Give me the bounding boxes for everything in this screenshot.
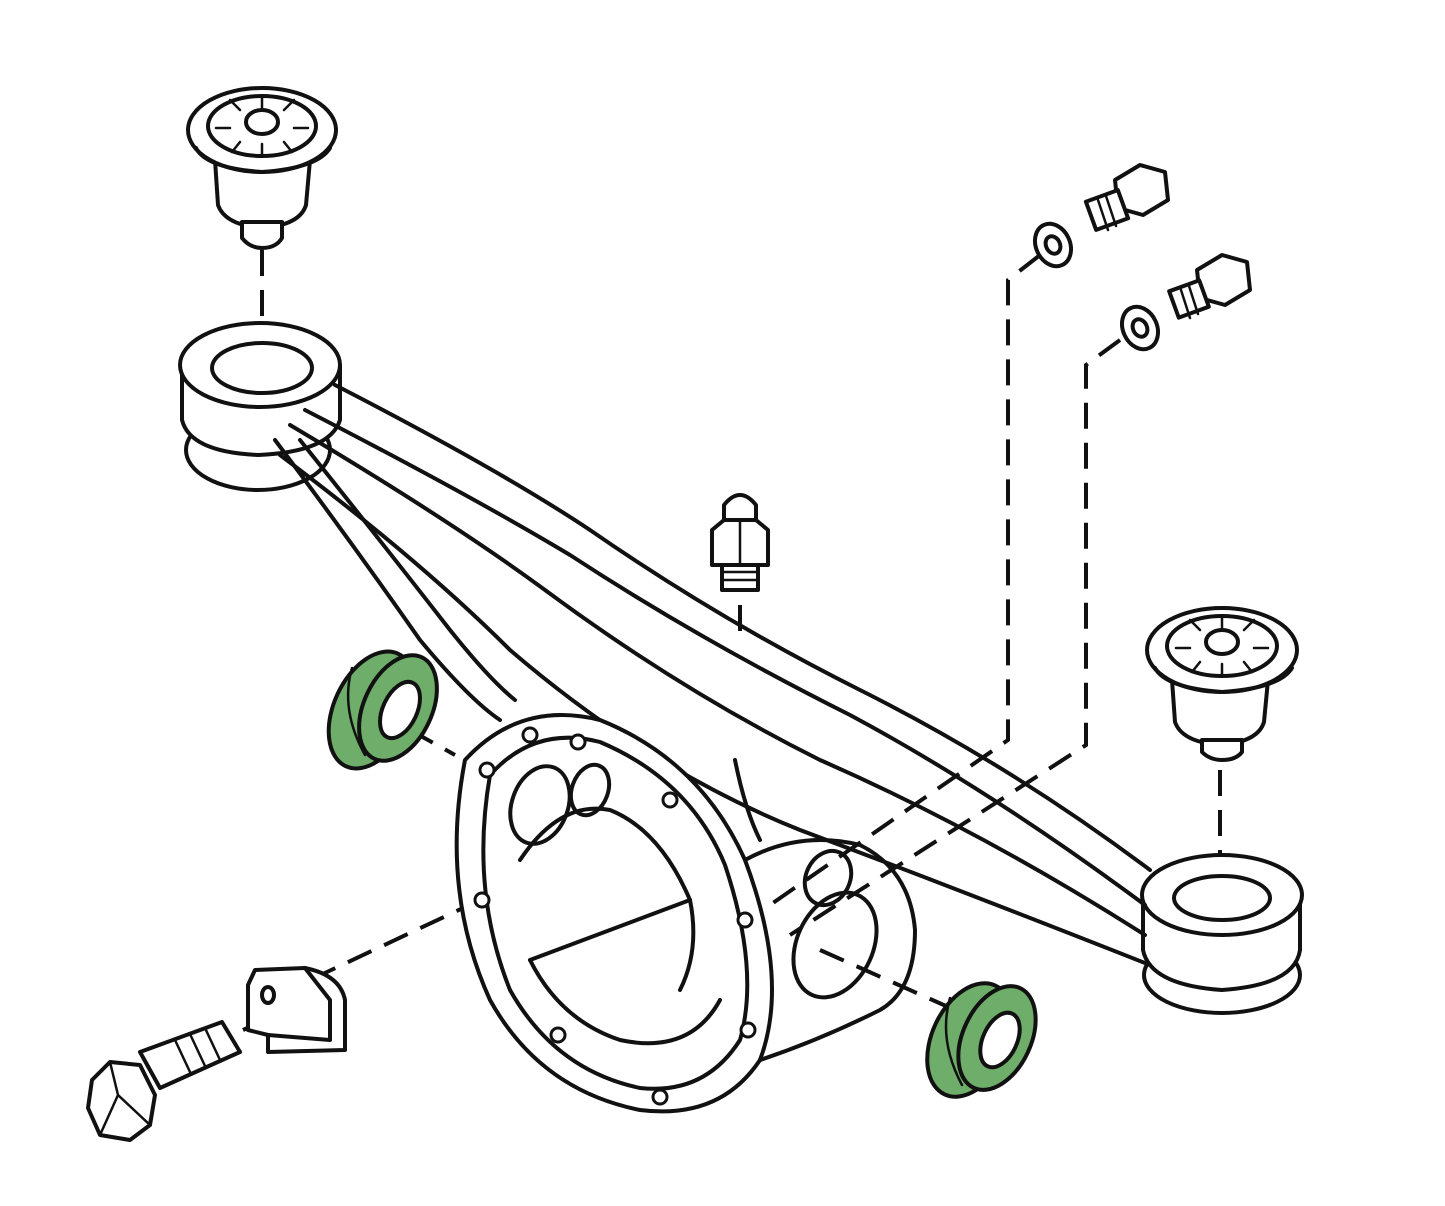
flange-hole-5: [736, 911, 754, 929]
housing-flange-outer: [454, 713, 774, 1114]
flange-bolt-2: [1167, 253, 1252, 320]
housing-inner-port-2: [568, 762, 612, 818]
housing-bore-upper: [518, 806, 696, 992]
shaft-seal-right-bore: [978, 1010, 1022, 1070]
breather-cap: [722, 493, 758, 522]
flange-hole-3: [569, 733, 587, 751]
mount-left-center: [244, 108, 280, 136]
mount-right-center: [1204, 628, 1240, 656]
housing-bore-floor: [528, 898, 692, 962]
lock-washer-1: [1033, 221, 1073, 269]
lock-washer-2-hole: [1130, 317, 1150, 339]
flange-bolt-2-threads: [1179, 284, 1200, 320]
rubber-mount-left: [186, 86, 338, 250]
crossmember-left-eye-hole: [210, 341, 314, 395]
breather-thread: [720, 563, 760, 592]
flange-hole-6: [739, 1021, 757, 1039]
flange-hole-4: [661, 791, 679, 809]
shaft-seal-left-bore: [378, 679, 422, 741]
hex-bolt-shank: [138, 1020, 242, 1090]
flange-bolt-1: [1083, 163, 1170, 232]
flange-hole-2: [521, 726, 539, 744]
rubber-mount-right: [1145, 606, 1299, 762]
bracket-hole: [260, 985, 276, 1005]
housing-side-body: [743, 838, 917, 1062]
shaft-seal-right-lip: [944, 996, 964, 1087]
hex-bolt-head-edges: [98, 1060, 152, 1137]
housing-bore-lower: [528, 958, 722, 1046]
flange-hole-9: [473, 891, 491, 909]
housing-side-bore: [791, 890, 879, 1000]
bracket: [246, 966, 347, 1054]
lock-washer-1-ring: [1033, 221, 1073, 269]
crossmember-arm-rib-1: [303, 408, 1147, 907]
housing-side-boss: [802, 848, 854, 908]
housing-flange-inner: [481, 735, 750, 1091]
mount-left-stud: [240, 220, 284, 250]
flange-hole-7: [651, 1088, 669, 1106]
lock-washer-2: [1120, 304, 1160, 352]
mount-right-ribs: [1174, 614, 1270, 677]
crossmember-web-left: [273, 438, 502, 722]
crossmember-arm-top: [333, 383, 1152, 872]
hex-bolt: [86, 1020, 242, 1142]
hex-bolt-head: [86, 1060, 157, 1142]
shaft-seal-left: [326, 649, 439, 771]
bolt-1-guide-line: [768, 253, 1042, 907]
seal-right-guide-line: [819, 948, 956, 1012]
flange-hole-8: [549, 1026, 567, 1044]
bolt-2-guide-line: [788, 338, 1122, 937]
housing-rib: [733, 758, 762, 842]
bracket-guide-line: [309, 898, 481, 982]
crossmember-right-eye-top: [1140, 853, 1304, 937]
flange-bolt-1-threads: [1096, 194, 1118, 232]
crossmember: [178, 321, 1304, 1015]
flange-bolt-2-shank: [1167, 278, 1211, 320]
lock-washer-1-hole: [1043, 234, 1063, 256]
transmission-housing: [454, 713, 917, 1114]
housing-inner-port: [508, 764, 572, 846]
breather-valve: [710, 493, 770, 592]
flange-hole-1: [478, 761, 496, 779]
breather-thread-lines: [720, 570, 760, 582]
mount-right-stud: [1200, 738, 1244, 762]
mount-right-rim: [1153, 666, 1294, 694]
shaft-seal-left-lip: [346, 666, 367, 757]
flange-bolt-1-shank: [1083, 188, 1131, 232]
bracket-fold: [266, 966, 332, 1042]
hex-bolt-threads: [173, 1026, 222, 1074]
lock-washer-2-ring: [1120, 304, 1160, 352]
mount-left-rim: [194, 146, 332, 174]
mount-left-ribs: [214, 94, 310, 157]
crossmember-right-eye-hole: [1172, 874, 1272, 922]
crossmember-web-left-inner: [298, 438, 517, 702]
shaft-seal-right: [925, 981, 1038, 1099]
crossmember-arm-rib-2: [288, 423, 1147, 937]
